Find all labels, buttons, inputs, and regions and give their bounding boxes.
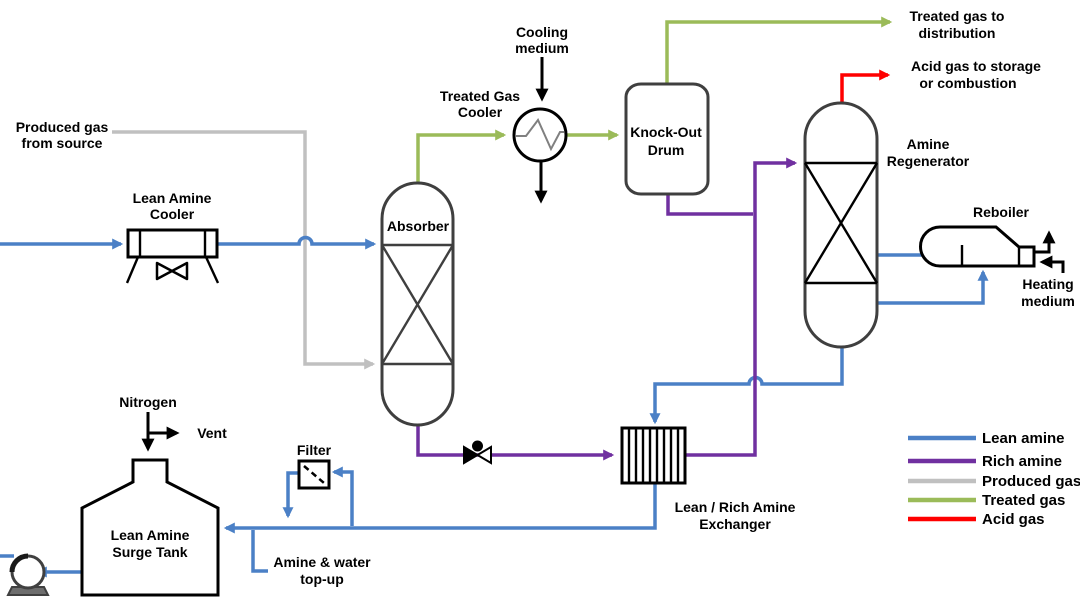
lean-amine-cooler [125,228,220,284]
filter-element-line [303,465,325,484]
surge-tank-label: Surge Tank [112,544,187,560]
legend-label-treated-gas: Treated gas [982,492,1065,509]
knockout-shell [624,82,710,196]
heating-medium-label: Heating [1022,276,1073,292]
exchanger-body [620,426,687,485]
treated-gas-export-line [665,16,893,84]
pump-volute [9,553,29,573]
rich-amine-streams [416,157,798,461]
exchanger-to-regenerator-line [685,157,798,457]
produced-gas-label: Produced gas [16,119,109,135]
heating-medium-out-line [1034,230,1056,254]
reboiler-feed-line [877,269,989,305]
surge-tank-label: Lean Amine [111,527,190,543]
cooling-medium-label: Cooling [516,24,568,40]
cooler-coil [516,118,564,152]
topup-label: Amine & water [273,554,371,570]
reboiler [919,225,1036,268]
treated-gas-streams [416,16,893,182]
knock-out-drum-label: Knock-Out [630,124,702,140]
absorber-packing [380,244,455,365]
absorber-label: Absorber [387,218,450,234]
exchanger-label: Exchanger [699,516,771,532]
cooler-leg-right [204,256,220,284]
knock-out-drum [624,82,710,196]
legend-label-lean-amine: Lean amine [982,430,1065,447]
produced-gas-line [112,130,376,370]
regenerator-packing [803,162,879,284]
lean-rich-amine-exchanger [620,426,687,485]
legend-label-produced-gas: Produced gas [982,473,1080,490]
knockout-bottoms-line [666,194,753,216]
valve-actuator-icon [472,440,483,452]
acid-gas-stream [840,69,891,104]
reboiler-shell [919,225,1036,268]
cooling-medium-label: medium [515,40,569,56]
legend-label-acid-gas: Acid gas [982,511,1045,528]
amine-regenerator-column [803,101,879,349]
absorber-column [380,181,455,427]
cooler-leg-left [125,256,140,284]
lean-amine-return-line [223,483,657,534]
filter-label: Filter [297,442,332,458]
acid-gas-line [840,69,891,104]
fan-icon [170,261,189,281]
absorber-overhead-line [416,129,507,182]
valve-icon [463,445,480,465]
exchanger-label: Lean / Rich Amine [675,499,796,515]
topup-label: top-up [300,571,344,587]
vent-label: Vent [197,425,227,441]
amine-pump [6,553,50,596]
filter-inlet-line [331,466,354,526]
regenerator-bottoms-to-exchanger-line [649,346,844,425]
amine-regenerator-label: Amine [907,136,950,152]
cooler-body [512,107,568,163]
produced-gas-stream [112,130,376,370]
surge-tank-shell [80,458,220,597]
cooler-shell [126,228,219,259]
reboiler-label: Reboiler [973,204,1030,220]
knock-out-drum-label: Drum [648,142,685,158]
acid-gas-destination-label: Acid gas to storage [911,58,1041,74]
treated-gas-cooler [512,107,568,163]
valve-icon [475,445,492,465]
lean-amine-surge-tank [80,458,220,597]
treated-gas-cooler-label: Treated Gas [440,88,520,104]
lean-amine-to-absorber-line [217,235,377,250]
heating-medium-label: medium [1021,293,1075,309]
topup-line [251,530,268,573]
nitrogen-label: Nitrogen [119,394,177,410]
legend: Lean amine Rich amine Produced gas Treat… [908,430,1080,528]
treated-gas-cooler-label: Cooler [458,104,503,120]
treated-gas-destination-label: Treated gas to [910,8,1005,24]
lean-amine-cooler-label: Lean Amine [133,190,212,206]
lean-amine-cooler-label: Cooler [150,206,195,222]
utility-streams [141,57,1065,452]
diagram-labels: Produced gas from source Lean Amine Cool… [16,8,1075,587]
letdown-valve [463,440,492,465]
filter-outlet-line [282,471,300,519]
lean-amine-streams [0,235,989,578]
acid-gas-destination-label: or combustion [919,75,1016,91]
treated-gas-destination-label: distribution [919,25,996,41]
heating-medium-in-line [1039,255,1065,273]
amine-regenerator-label: Regenerator [887,153,970,169]
produced-gas-label: from source [22,135,103,151]
legend-label-rich-amine: Rich amine [982,453,1062,470]
absorber-bottoms-line [416,424,615,461]
amine-filter [297,459,331,490]
fan-icon [155,261,174,281]
